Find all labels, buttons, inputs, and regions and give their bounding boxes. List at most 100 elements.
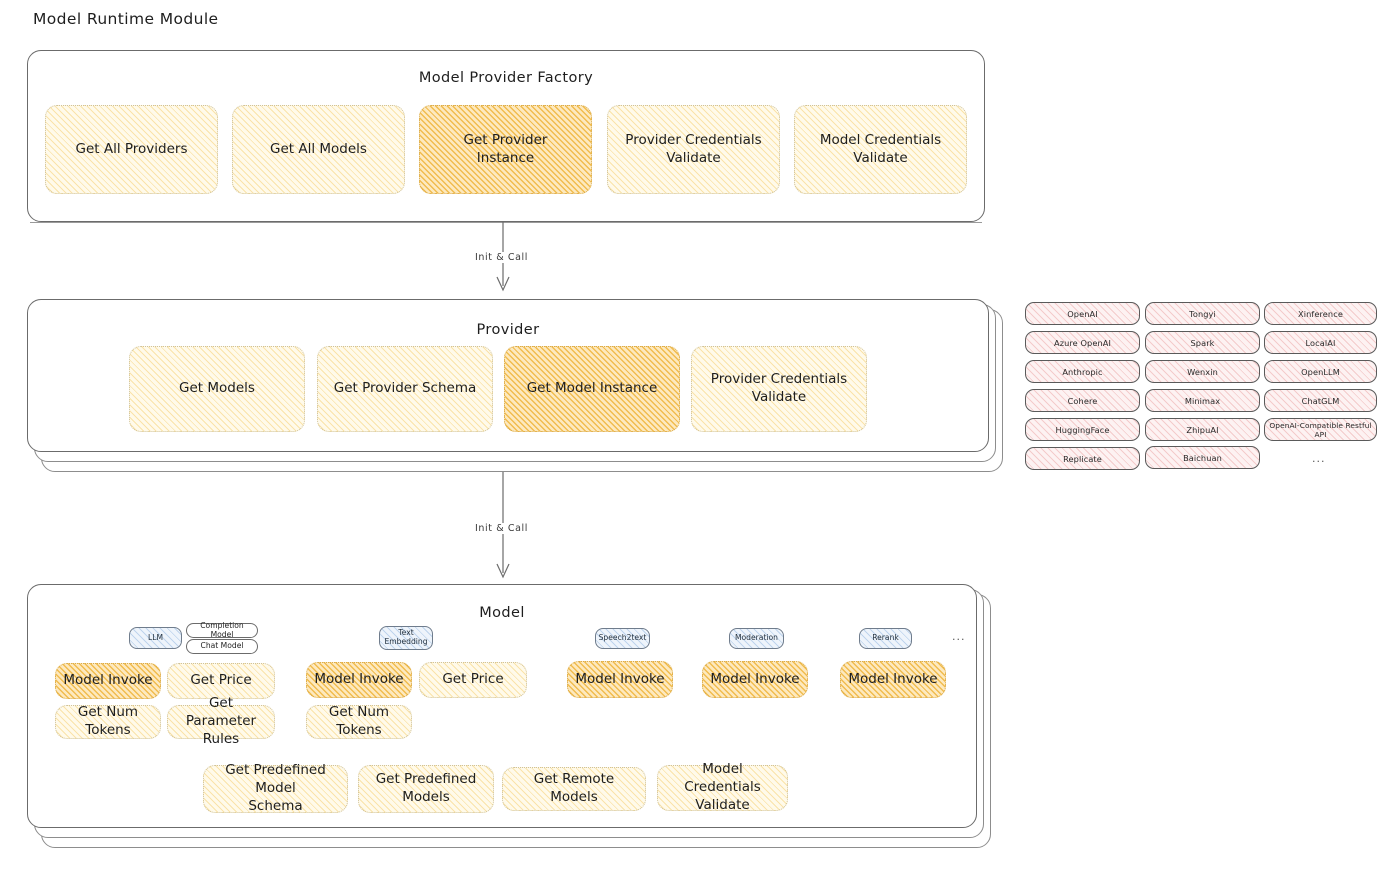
op-label: Get Price — [442, 671, 504, 688]
provider-list-item-2-3[interactable]: ChatGLM — [1264, 389, 1377, 412]
model-groups-more: ... — [952, 630, 966, 643]
model-common-op-0[interactable]: Get Predefined Model Schema — [203, 762, 348, 814]
op-label: Model Invoke — [63, 672, 153, 689]
provider-list-label: Minimax — [1184, 395, 1221, 406]
provider-list-item-0-3[interactable]: Cohere — [1025, 389, 1140, 412]
model-group-0-tag[interactable]: LLM — [129, 627, 182, 649]
provider-box-3[interactable]: Provider Credentials Validate — [691, 346, 867, 432]
model-group-4-tag[interactable]: Rerank — [859, 628, 912, 649]
model-group-0-op-1[interactable]: Get Price — [167, 663, 275, 699]
subtag-label: Completion Model — [200, 620, 244, 639]
provider-list-label: Spark — [1190, 337, 1215, 348]
factory-title: Model Provider Factory — [418, 70, 594, 86]
model-common-op-2[interactable]: Get Remote Models — [502, 767, 646, 811]
model-group-3-tag[interactable]: Moderation — [729, 628, 784, 649]
provider-box-1[interactable]: Get Provider Schema — [317, 346, 493, 432]
provider-list-item-0-5[interactable]: Replicate — [1025, 447, 1140, 470]
provider-list-label: Azure OpenAI — [1054, 337, 1111, 348]
provider-list-item-1-2[interactable]: Wenxin — [1145, 360, 1260, 383]
provider-box-2[interactable]: Get Model Instance — [504, 346, 680, 432]
op-label: Get Predefined Models — [375, 771, 477, 805]
provider-list-item-2-4[interactable]: OpenAI-Compatible Restful API — [1264, 418, 1377, 441]
op-label: Get Predefined Model Schema — [225, 762, 326, 814]
op-label: Get Num Tokens — [77, 704, 139, 738]
provider-box-1-label: Get Provider Schema — [333, 380, 477, 397]
provider-list-label: OpenAI-Compatible Restful API — [1269, 420, 1372, 439]
provider-list-label: Anthropic — [1062, 366, 1103, 377]
op-label: Model Invoke — [848, 670, 938, 687]
provider-list-label: OpenAI — [1067, 308, 1098, 319]
provider-list-label: Cohere — [1067, 395, 1098, 406]
op-label: Model Invoke — [575, 670, 665, 687]
provider-list-item-1-0[interactable]: Tongyi — [1145, 302, 1260, 325]
model-group-0-subtag-0[interactable]: Completion Model — [186, 620, 258, 639]
provider-list-label: ZhipuAI — [1186, 424, 1219, 435]
provider-list-label: HuggingFace — [1055, 424, 1110, 435]
provider-list-label: Tongyi — [1189, 308, 1216, 319]
model-group-4-tag-label: Rerank — [872, 633, 899, 643]
provider-title: Provider — [476, 322, 540, 338]
op-label: Model Invoke — [710, 670, 800, 687]
factory-box-0[interactable]: Get All Providers — [45, 105, 218, 194]
factory-box-1-label: Get All Models — [270, 140, 367, 157]
provider-list-label: Wenxin — [1187, 366, 1218, 377]
model-group-4-op-0[interactable]: Model Invoke — [840, 661, 946, 698]
provider-list-label: LocalAI — [1305, 337, 1336, 348]
provider-list-item-0-2[interactable]: Anthropic — [1025, 360, 1140, 383]
op-label: Model Invoke — [314, 671, 404, 688]
provider-list-more: ... — [1312, 452, 1326, 465]
op-label: Get Parameter Rules — [185, 695, 257, 747]
provider-list-item-0-4[interactable]: HuggingFace — [1025, 418, 1140, 441]
model-group-2-op-0[interactable]: Model Invoke — [567, 661, 673, 698]
op-label: Get Price — [190, 672, 252, 689]
factory-box-2[interactable]: Get Provider Instance — [419, 105, 592, 194]
factory-stack-edge — [30, 222, 982, 223]
op-label: Model Credentials Validate — [684, 761, 761, 813]
provider-list-item-0-0[interactable]: OpenAI — [1025, 302, 1140, 325]
provider-list-item-1-4[interactable]: ZhipuAI — [1145, 418, 1260, 441]
provider-list-item-2-0[interactable]: Xinference — [1264, 302, 1377, 325]
arrow-icon — [496, 472, 510, 579]
model-group-0-op-2[interactable]: Get Num Tokens — [55, 704, 161, 739]
subtag-label: Chat Model — [200, 641, 244, 651]
model-group-0-subtag-1[interactable]: Chat Model — [186, 639, 258, 654]
model-common-op-3[interactable]: Model Credentials Validate — [657, 761, 788, 813]
model-group-0-tag-label: LLM — [147, 632, 163, 642]
page-title: Model Runtime Module — [33, 10, 219, 28]
model-group-2-tag[interactable]: Speech2text — [595, 628, 650, 649]
provider-box-3-label: Provider Credentials Validate — [710, 371, 848, 405]
model-group-1-op-1[interactable]: Get Price — [419, 662, 527, 698]
provider-list-item-1-1[interactable]: Spark — [1145, 331, 1260, 354]
model-group-1-op-0[interactable]: Model Invoke — [306, 662, 412, 698]
provider-list-item-0-1[interactable]: Azure OpenAI — [1025, 331, 1140, 354]
provider-list-item-2-2[interactable]: OpenLLM — [1264, 360, 1377, 383]
provider-list-label: Baichuan — [1183, 452, 1222, 463]
factory-box-4[interactable]: Model Credentials Validate — [794, 105, 967, 194]
model-title: Model — [479, 605, 525, 621]
provider-list-item-2-1[interactable]: LocalAI — [1264, 331, 1377, 354]
provider-list-label: ChatGLM — [1301, 395, 1340, 406]
provider-list-label: Xinference — [1298, 308, 1343, 319]
model-group-2-tag-label: Speech2text — [598, 633, 647, 643]
factory-box-0-label: Get All Providers — [75, 140, 188, 157]
model-group-0-op-3[interactable]: Get Parameter Rules — [167, 695, 275, 747]
model-group-3-tag-label: Moderation — [734, 633, 778, 643]
provider-list-item-1-5[interactable]: Baichuan — [1145, 446, 1260, 469]
provider-list-label: OpenLLM — [1301, 366, 1340, 377]
model-group-3-op-0[interactable]: Model Invoke — [702, 661, 808, 698]
model-group-1-op-2[interactable]: Get Num Tokens — [306, 704, 412, 739]
provider-list-item-1-3[interactable]: Minimax — [1145, 389, 1260, 412]
op-label: Get Num Tokens — [328, 704, 390, 738]
provider-box-0[interactable]: Get Models — [129, 346, 305, 432]
provider-list-label: Replicate — [1063, 453, 1102, 464]
factory-box-1[interactable]: Get All Models — [232, 105, 405, 194]
factory-box-3-label: Provider Credentials Validate — [625, 131, 762, 166]
model-group-1-tag-label: Text Embedding — [384, 628, 428, 646]
factory-box-2-label: Get Provider Instance — [463, 131, 548, 166]
model-common-op-1[interactable]: Get Predefined Models — [358, 765, 494, 813]
factory-box-3[interactable]: Provider Credentials Validate — [607, 105, 780, 194]
model-group-0-op-0[interactable]: Model Invoke — [55, 663, 161, 699]
factory-box-4-label: Model Credentials Validate — [819, 131, 942, 166]
model-group-1-tag[interactable]: Text Embedding — [379, 626, 433, 650]
